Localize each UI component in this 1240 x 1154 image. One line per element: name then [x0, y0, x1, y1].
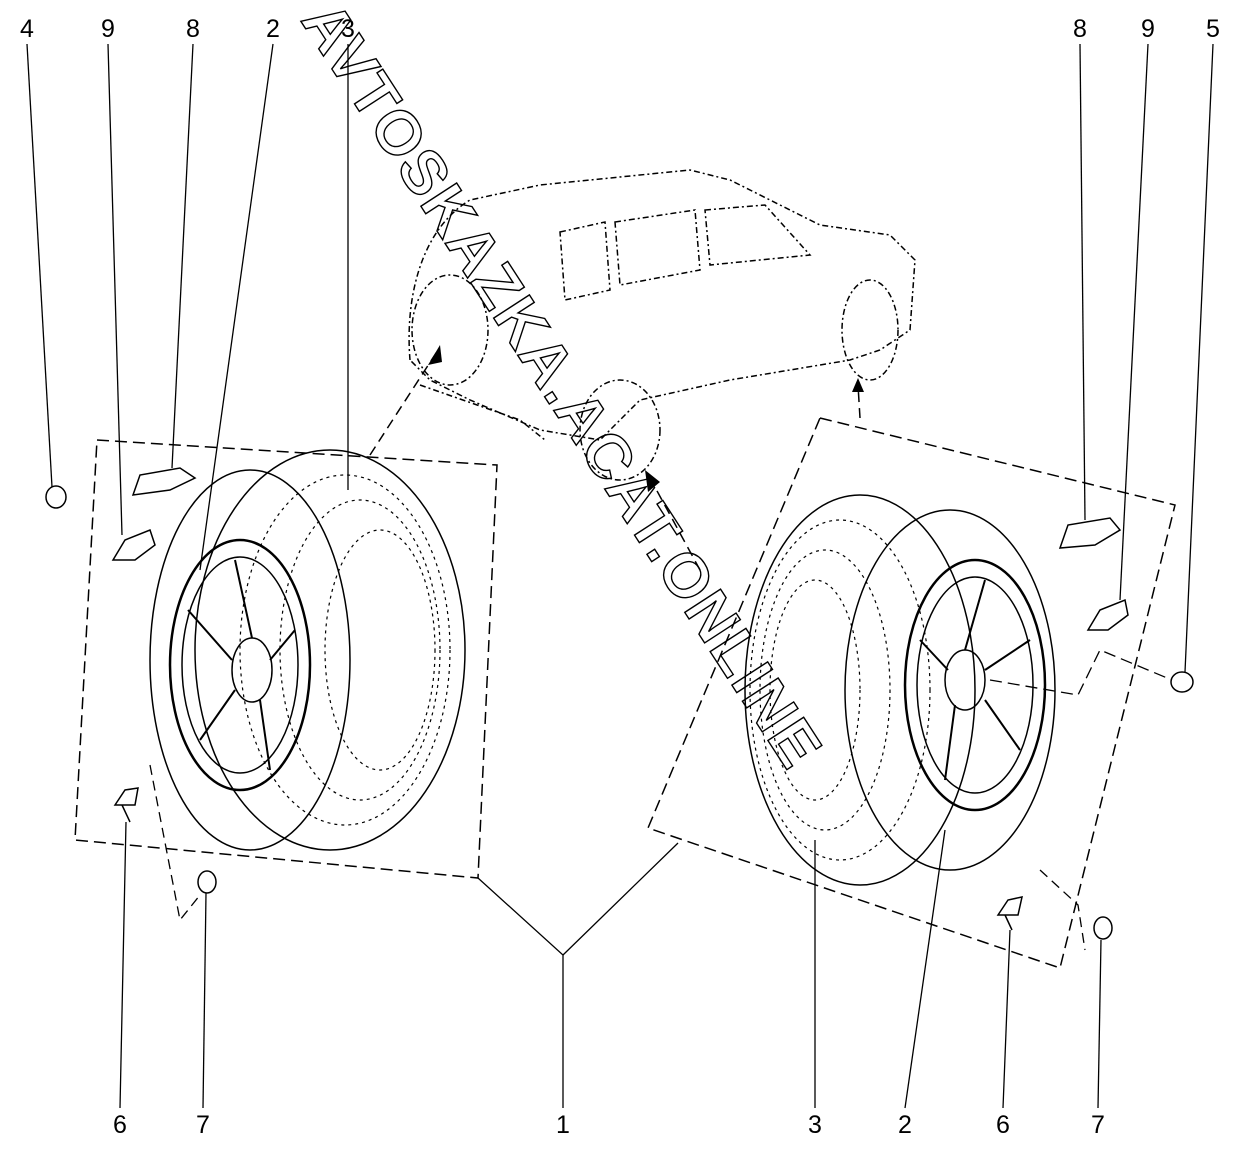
assembly-arrows [369, 349, 861, 571]
vehicle-outline [408, 169, 916, 481]
callout-7: 7 [196, 1111, 210, 1139]
part-5-cap [1170, 671, 1194, 693]
part-4-cap [45, 485, 67, 509]
right-wheel-group-box [646, 417, 1176, 969]
part-9-right [1086, 598, 1129, 631]
callout-2: 2 [266, 15, 280, 43]
part-7-left [197, 870, 217, 894]
part-6-left [113, 787, 139, 823]
small-parts [45, 467, 1194, 940]
leader-lines [26, 43, 1214, 1109]
callout-8: 8 [186, 15, 200, 43]
callout-6: 6 [996, 1111, 1010, 1139]
part-9-left [111, 529, 156, 561]
callout-9: 9 [1141, 15, 1155, 43]
callout-9: 9 [101, 15, 115, 43]
part-8-left [131, 467, 197, 496]
callout-7: 7 [1091, 1111, 1105, 1139]
callout-1: 1 [556, 1111, 570, 1139]
callout-5: 5 [1206, 15, 1220, 43]
callout-4: 4 [20, 15, 34, 43]
part-7-right [1093, 916, 1113, 940]
part-8-right [1058, 517, 1122, 549]
part-6-right [996, 896, 1023, 931]
right-wheel [744, 494, 1056, 886]
callout-2: 2 [898, 1111, 912, 1139]
callout-3: 3 [341, 15, 355, 43]
watermark: AVTOSKAZKA.ACAT.ONLINE [288, 0, 835, 781]
callout-6: 6 [113, 1111, 127, 1139]
left-wheel-group-box [74, 439, 498, 879]
callout-8: 8 [1073, 15, 1087, 43]
left-wheel [149, 449, 466, 851]
callout-3: 3 [808, 1111, 822, 1139]
